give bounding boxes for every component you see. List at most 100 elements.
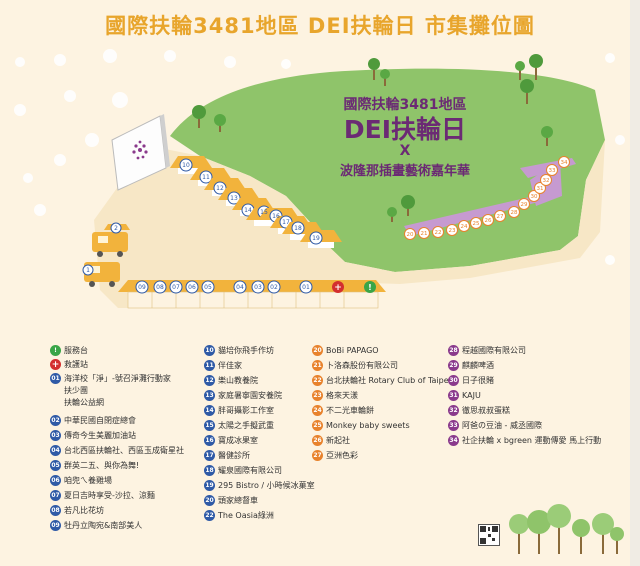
booth-number-badge: 16 (204, 435, 215, 446)
legend-item: 21 卜洛森股份有限公司 (312, 360, 398, 372)
booth-label: 29 (521, 202, 528, 208)
rescue-station-icon (332, 281, 344, 293)
legend-item: 05 群英二五、與你為舞! (50, 460, 139, 472)
booth-label: 26 (485, 218, 492, 224)
rescue-station-icon: + (50, 359, 61, 370)
legend-label: 救護站 (64, 360, 88, 369)
booth-number-badge: 30 (448, 375, 459, 386)
center-title-line4: 波隆那插畫藝術嘉年華 (339, 164, 470, 179)
legend-item: 14 胖哥攝影工作室 (204, 405, 274, 417)
legend-label: 阿爸の豆油 - 威丞國際 (462, 421, 542, 430)
legend-label: 日子很賭 (462, 376, 494, 385)
booth-number-badge: 11 (204, 360, 215, 371)
booth-label: 10 (182, 162, 190, 169)
booth-label: 31 (537, 186, 544, 192)
legend-item: 19 295 Bistro / 小時候冰菓室 (204, 480, 315, 492)
legend-label: 服務台 (64, 346, 88, 355)
decorative-dots (14, 49, 625, 265)
booth-number-badge: 25 (312, 420, 323, 431)
legend-label: 胖哥攝影工作室 (218, 406, 274, 415)
legend-label: 台北西區扶輪社、西區玉成衛星社 (64, 446, 184, 455)
legend-item: 15 太陽之手擬武重 (204, 420, 274, 432)
qr-code-icon (478, 524, 500, 546)
legend-label: 太陽之手擬武重 (218, 421, 274, 430)
legend-item: 26 新起社 (312, 435, 350, 447)
bottom-booth-labels: 09 08 07 06 05 04 03 02 01 (138, 284, 310, 291)
booth-number-badge: 05 (50, 460, 61, 471)
bottom-booth-row: + ! (118, 280, 386, 309)
legend-item: 08 若凡比花坊 (50, 505, 104, 517)
truck-label: 1 (86, 267, 90, 274)
booth-label: 03 (254, 284, 262, 291)
legend-label: BoBi PAPAGO (326, 346, 379, 355)
legend-label: 家庭暑寧園安養院 (218, 391, 282, 400)
scrollbar[interactable] (630, 0, 640, 566)
legend-label: 亞洲色彩 (326, 451, 358, 460)
left-booth-labels: 10 11 12 13 14 15 16 17 18 19 (182, 162, 320, 242)
right-booth-labels: 20 21 22 23 24 25 26 27 28 29 30 31 32 3… (407, 160, 568, 238)
legend-item: 02 中華民國自閉症總會 (50, 415, 136, 427)
legend-item: 24 不二光車輪餅 (312, 405, 374, 417)
booth-number-badge: 26 (312, 435, 323, 446)
booth-label: 07 (172, 284, 180, 291)
legend-item: 32 徹思叔叔蛋糕 (448, 405, 510, 417)
legend-item: 22 台北扶輪社 Rotary Club of Taipei (312, 375, 451, 387)
legend-item: 12 樂山教養院 (204, 375, 258, 387)
booth-number-badge: 22 (312, 375, 323, 386)
legend-item: 25 Monkey baby sweets (312, 420, 410, 432)
booth-number-badge: 10 (204, 345, 215, 356)
legend-label: Monkey baby sweets (326, 421, 410, 430)
legend-item: 03 傳奇今生美麗加油站 (50, 430, 136, 442)
legend-label: 咱兜ㄟ養雞場 (64, 476, 112, 485)
legend-item: 11 伴佳家 (204, 360, 242, 372)
stage (111, 114, 170, 191)
legend-label: The Oasia綠洲 (218, 511, 274, 520)
booth-number-badge: 14 (204, 405, 215, 416)
legend-item: 06 咱兜ㄟ養雞場 (50, 475, 112, 487)
booth-number-badge: 20 (312, 345, 323, 356)
trees (192, 54, 553, 222)
booth-label: 16 (272, 213, 280, 220)
booth-number-badge: 33 (448, 420, 459, 431)
booth-number-badge: 01 (50, 373, 61, 384)
booth-label: 13 (230, 195, 238, 202)
legend-label: 社企扶輪 x bgreen 運動傳愛 馬上行動 (462, 436, 602, 445)
food-truck-1 (82, 262, 120, 287)
food-truck-labels: 2 1 (86, 225, 118, 274)
booth-label: 02 (270, 284, 278, 291)
legend-label: 群英二五、與你為舞! (64, 461, 140, 470)
booth-label: 14 (244, 207, 252, 214)
booth-number-badge: 34 (448, 435, 459, 446)
booth-number-badge: 15 (204, 420, 215, 431)
booth-label: 32 (543, 178, 550, 184)
legend-label: 醫健診所 (218, 451, 250, 460)
legend-label: 台北扶輪社 Rotary Club of Taipei (326, 376, 451, 385)
right-booth-row (404, 156, 576, 240)
booth-label: 08 (156, 284, 164, 291)
booth-number-badge: 06 (50, 475, 61, 486)
legend-item: 34 社企扶輪 x bgreen 運動傳愛 馬上行動 (448, 435, 601, 447)
market-map: 10 11 12 13 14 15 16 17 18 19 (14, 49, 625, 309)
legend-item: 31 KAJU (448, 390, 481, 402)
legend-label: 傳奇今生美麗加油站 (64, 431, 136, 440)
stage-logo-icon (132, 140, 148, 160)
booth-number-badge: 13 (204, 390, 215, 401)
legend-label: 格來天漾 (326, 391, 358, 400)
booth-label: 27 (497, 214, 504, 220)
booth-number-badge: 32 (448, 405, 459, 416)
booth-number-badge: 29 (448, 360, 459, 371)
booth-label: 11 (202, 174, 210, 181)
legend-item: 20 BoBi PAPAGO (312, 345, 379, 357)
legend-label: 扶少團 (64, 386, 88, 395)
booth-label: 34 (561, 160, 568, 166)
legend-item: 18 耀泉國際有限公司 (204, 465, 282, 477)
center-title-line1: 國際扶輪3481地區 (343, 97, 467, 113)
svg-text:+: + (334, 283, 342, 293)
booth-label: 06 (188, 284, 196, 291)
legend-label: 程越國際有限公司 (462, 346, 526, 355)
svg-text:!: ! (368, 283, 372, 292)
legend-label: 頭家總督車 (218, 496, 258, 505)
legend-item: 13 家庭暑寧園安養院 (204, 390, 282, 402)
legend-item: 01 海洋校「淨」-號召淨灘行動家 扶少團 扶輪公益網 (50, 373, 171, 409)
legend-item: 22 The Oasia綠洲 (204, 510, 274, 522)
